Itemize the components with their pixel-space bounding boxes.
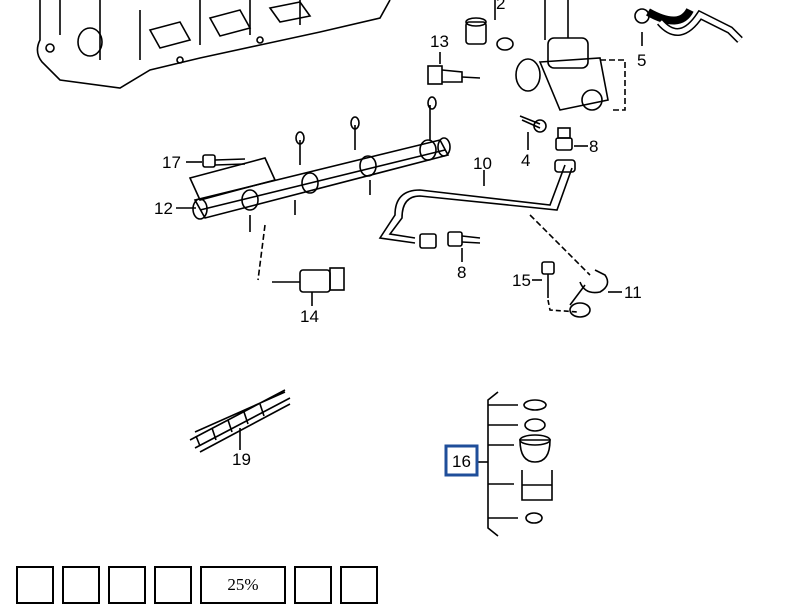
high-pressure-pump — [515, 0, 626, 111]
union-fitting-2 — [447, 231, 481, 247]
bolt — [519, 115, 547, 133]
toolbar-button-4[interactable] — [154, 566, 192, 604]
zoom-level[interactable]: 25% — [200, 566, 286, 604]
leader-lines — [176, 32, 643, 463]
high-pressure-pipe — [378, 159, 576, 249]
pressure-sensor — [427, 65, 481, 85]
rail-bolt — [202, 154, 246, 168]
callout-13: 13 — [430, 32, 449, 51]
callout-12: 12 — [154, 199, 173, 218]
callout-4: 4 — [521, 151, 530, 170]
temperature-sensor — [257, 224, 345, 293]
callout-15: 15 — [512, 271, 531, 290]
callout-8-top: 8 — [589, 137, 598, 156]
union-fitting — [555, 127, 573, 151]
callout-19: 19 — [232, 450, 251, 469]
callout-14: 14 — [300, 307, 319, 326]
toolbar-button-6[interactable] — [340, 566, 378, 604]
pipe-clamp — [529, 214, 609, 318]
part-sleeve — [465, 0, 514, 51]
callout-11: 11 — [624, 283, 642, 302]
sealing-strip — [189, 389, 291, 453]
callout-16: 16 — [452, 452, 471, 471]
cylinder-head — [36, 0, 391, 89]
fuel-rail — [188, 96, 451, 232]
callout-10: 10 — [473, 154, 492, 173]
callout-17: 17 — [162, 153, 181, 172]
callout-8-bottom: 8 — [457, 263, 466, 282]
callout-16-highlight-box[interactable] — [444, 444, 479, 477]
toolbar-button-1[interactable] — [16, 566, 54, 604]
toolbar-button-5[interactable] — [294, 566, 332, 604]
callout-2: 2 — [496, 0, 505, 13]
fuel-hose — [634, 7, 743, 43]
repair-kit — [487, 391, 553, 537]
bottom-toolbar: 25% — [16, 566, 378, 610]
toolbar-button-3[interactable] — [108, 566, 146, 604]
parts-diagram: 2 13 5 4 8 10 17 12 8 15 11 14 19 16 — [36, 0, 743, 537]
toolbar-button-2[interactable] — [62, 566, 100, 604]
callout-5: 5 — [637, 51, 646, 70]
